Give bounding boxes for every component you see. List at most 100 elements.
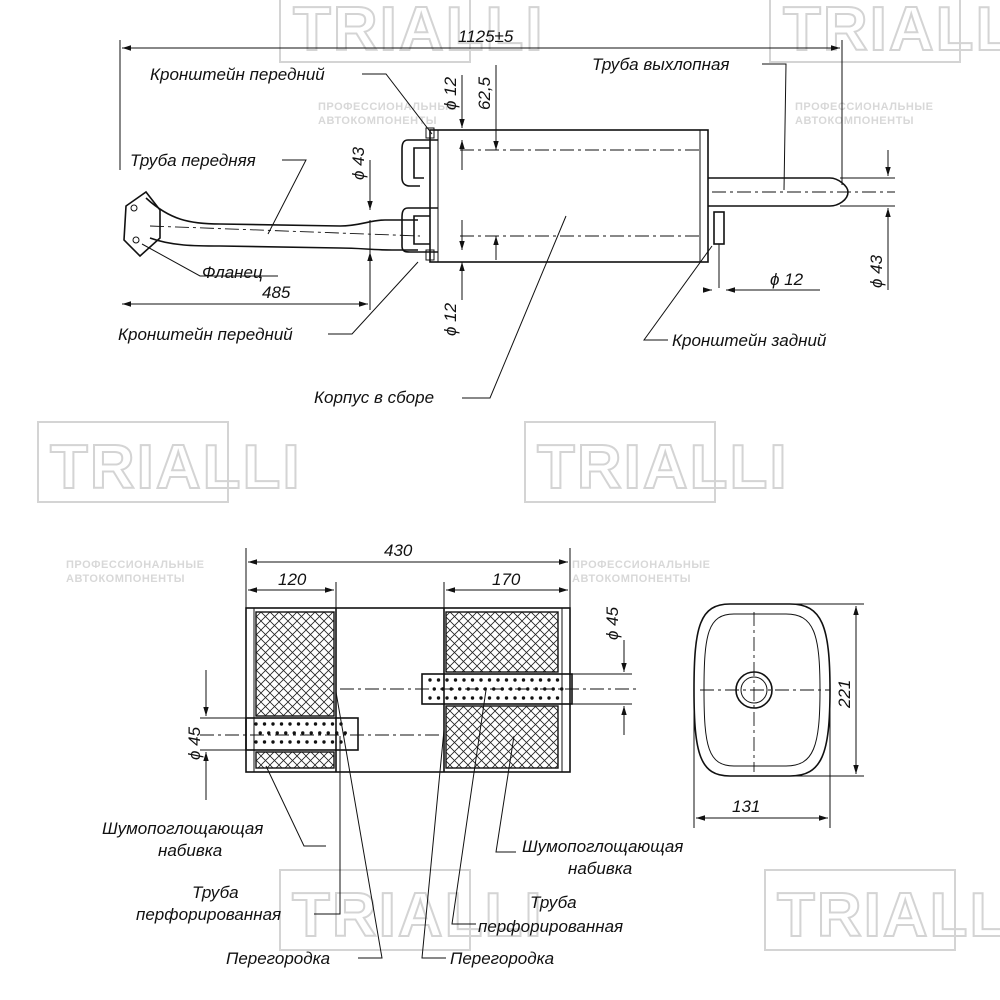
perforation-hole xyxy=(305,722,309,726)
exhaust-pipe xyxy=(708,177,895,207)
rear-bracket xyxy=(713,211,725,288)
perforation-hole xyxy=(555,696,560,700)
perforation-hole xyxy=(445,678,449,682)
perforation-hole xyxy=(487,696,492,700)
dim-outlet-dia: ϕ 45 xyxy=(603,606,622,640)
perforation-hole xyxy=(445,696,449,700)
perforation-hole xyxy=(436,696,441,700)
svg-text:АВТОКОМПОНЕНТЫ: АВТОКОМПОНЕНТЫ xyxy=(572,573,691,585)
dim-inlet-dia: ϕ 45 xyxy=(185,726,204,760)
perforation-hole xyxy=(296,740,301,744)
perforation-hole xyxy=(538,696,543,700)
perforation-hole xyxy=(267,731,271,735)
perforation-hole xyxy=(254,722,258,726)
perforation-hole xyxy=(296,722,301,726)
svg-text:TRIALLI: TRIALLI xyxy=(50,433,302,502)
watermark-group: TRIALLI TRIALLI TRIALLI TRIALLI TRIALLI … xyxy=(37,0,1000,951)
label-body-assembly: Корпус в сборе xyxy=(314,388,434,407)
perforation-hole xyxy=(271,722,275,726)
perforation-hole xyxy=(330,740,335,744)
watermark-logo: TRIALLI xyxy=(764,869,1000,951)
svg-text:АВТОКОМПОНЕНТЫ: АВТОКОМПОНЕНТЫ xyxy=(795,115,914,127)
watermark-logo: TRIALLI xyxy=(279,869,544,951)
perforation-hole xyxy=(284,731,288,735)
perforation-hole xyxy=(547,696,551,700)
perforation-hole xyxy=(262,740,267,744)
top-view-assembly: 1125±5 xyxy=(118,27,895,407)
perforation-hole xyxy=(305,740,309,744)
svg-text:TRIALLI: TRIALLI xyxy=(777,881,1000,950)
perforation-hole xyxy=(301,731,305,735)
watermark-logo: TRIALLI xyxy=(279,0,544,65)
perforation-hole xyxy=(313,722,318,726)
end-view: 221 131 xyxy=(693,603,864,828)
dim-front-pipe-dia: ϕ 43 xyxy=(349,146,368,180)
label-perf-right-2: перфорированная xyxy=(478,917,623,936)
label-front-pipe: Труба передняя xyxy=(130,151,256,170)
label-front-bracket-upper: Кронштейн передний xyxy=(150,65,325,84)
dim-rear-bracket-dia: ϕ 12 xyxy=(770,270,804,289)
svg-text:ПРОФЕССИОНАЛЬНЫЕ: ПРОФЕССИОНАЛЬНЫЕ xyxy=(318,101,456,113)
label-front-bracket-lower: Кронштейн передний xyxy=(118,325,293,344)
label-absorber-right-2: набивка xyxy=(568,859,632,878)
perforation-hole xyxy=(453,678,458,682)
section-view: 430 120 170 ϕ 45 xyxy=(102,541,683,968)
dim-end-width: 131 xyxy=(732,797,760,816)
perforation-hole xyxy=(470,678,475,682)
flange xyxy=(123,190,161,258)
perforation-hole xyxy=(479,678,483,682)
dim-485: 485 xyxy=(262,283,291,302)
dim-bracket-offset: 62,5 xyxy=(475,76,494,110)
perforation-hole xyxy=(479,696,483,700)
label-absorber-right-1: Шумопоглощающая xyxy=(522,837,683,856)
watermark-logo: TRIALLI xyxy=(769,0,1000,65)
watermark-logo: TRIALLI xyxy=(37,421,302,503)
label-baffle-right: Перегородка xyxy=(450,949,554,968)
perforation-hole xyxy=(504,678,509,682)
perforation-hole xyxy=(288,740,292,744)
dim-exhaust-pipe-dia: ϕ 43 xyxy=(867,254,886,288)
dim-overall-length: 1125±5 xyxy=(458,27,514,46)
label-baffle-left: Перегородка xyxy=(226,949,330,968)
perforation-hole xyxy=(462,678,466,682)
perforation-hole xyxy=(530,696,534,700)
label-perf-left-1: Труба xyxy=(192,883,239,902)
label-absorber-left-1: Шумопоглощающая xyxy=(102,819,263,838)
front-pipe xyxy=(145,197,421,251)
perforation-hole xyxy=(428,696,432,700)
perforation-hole xyxy=(521,696,526,700)
svg-text:TRIALLI: TRIALLI xyxy=(537,433,789,502)
svg-text:TRIALLI: TRIALLI xyxy=(292,881,544,950)
perforation-hole xyxy=(534,687,538,691)
dim-left-chamber: 120 xyxy=(278,570,307,589)
perforation-hole xyxy=(547,678,551,682)
front-bracket-lower xyxy=(401,207,438,261)
perforation-hole xyxy=(322,722,326,726)
perforation-hole xyxy=(313,740,318,744)
label-perf-right-1: Труба xyxy=(530,893,577,912)
perforation-hole xyxy=(279,722,284,726)
perforation-hole xyxy=(428,678,432,682)
perforation-hole xyxy=(555,678,560,682)
perforation-hole xyxy=(436,678,441,682)
perforation-hole xyxy=(470,696,475,700)
perforation-hole xyxy=(262,722,267,726)
perforation-hole xyxy=(326,731,330,735)
perforation-hole xyxy=(560,687,564,691)
dim-front-bracket-dia-top: ϕ 12 xyxy=(441,76,460,110)
perforation-hole xyxy=(453,696,458,700)
perforation-hole xyxy=(275,731,279,735)
perforation-hole xyxy=(271,740,275,744)
perforation-hole xyxy=(496,696,500,700)
perforation-hole xyxy=(330,722,335,726)
perforation-hole xyxy=(292,731,296,735)
perforation-hole xyxy=(335,731,339,735)
perforation-hole xyxy=(530,678,534,682)
dim-body-length: 430 xyxy=(384,541,413,560)
perforated-pipe-left xyxy=(245,717,359,751)
dim-right-chamber: 170 xyxy=(492,570,521,589)
watermark-logo: TRIALLI xyxy=(524,421,789,503)
perforation-hole xyxy=(318,731,322,735)
perforation-hole xyxy=(322,740,326,744)
